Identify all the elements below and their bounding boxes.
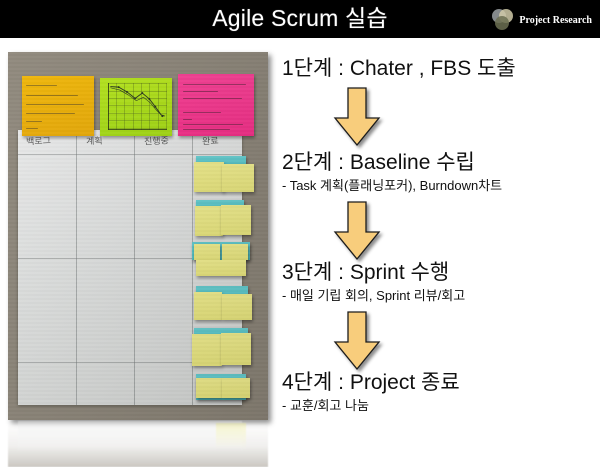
step-subtitle: - 매일 기립 회의, Sprint 리뷰/회고: [282, 288, 466, 303]
step-title: 2단계 : Baseline 수립: [282, 151, 475, 174]
arrow-down-icon: [333, 201, 381, 261]
burndown-line: [110, 86, 165, 118]
page-title: Agile Scrum 실습: [212, 5, 388, 31]
done-note-cluster: [194, 286, 256, 326]
step-2: 2단계 : Baseline 수립 - Task 계획(플래닝포커), Burn…: [282, 150, 598, 194]
arrow-down-icon: [333, 311, 381, 371]
venn-circles-logo-icon: [492, 9, 514, 31]
brand-mark: Project Research: [492, 8, 592, 32]
title-bar: Agile Scrum 실습 Project Research: [0, 0, 600, 38]
step-4: 4단계 : Project 종료 - 교훈/회고 나눔: [282, 370, 598, 414]
scrum-board-photo: 백로그 계획 진행중 완료: [8, 52, 268, 420]
done-note-cluster: [192, 328, 256, 372]
step-3: 3단계 : Sprint 수행 - 매일 기립 회의, Sprint 리뷰/회고: [282, 260, 598, 304]
step-title: 3단계 : Sprint 수행: [282, 261, 450, 284]
arrow-down-icon: [333, 87, 381, 147]
burndown-chart: [107, 83, 167, 130]
brand-name: Project Research: [519, 14, 592, 26]
burndown-chart-note: [100, 78, 172, 136]
done-note-cluster: [194, 200, 256, 242]
title-divider: [0, 38, 600, 41]
photo-frame: 백로그 계획 진행중 완료: [8, 52, 268, 420]
process-steps: 1단계 : Chater , FBS 도출 2단계 : Baseline 수립 …: [282, 52, 598, 442]
done-note-cluster: [194, 156, 256, 196]
step-subtitle: - Task 계획(플래닝포커), Burndown차트: [282, 178, 503, 193]
photo-reflection: [8, 421, 268, 467]
step-subtitle: - 교훈/회고 나눔: [282, 398, 369, 413]
done-note-cluster: [194, 374, 256, 410]
definition-of-done-note: [178, 74, 254, 136]
step-title: 1단계 : Chater , FBS 도출: [282, 57, 516, 80]
charter-note: [22, 76, 94, 136]
step-1: 1단계 : Chater , FBS 도출: [282, 56, 598, 82]
done-note-cluster: [192, 242, 256, 282]
step-title: 4단계 : Project 종료: [282, 371, 460, 394]
